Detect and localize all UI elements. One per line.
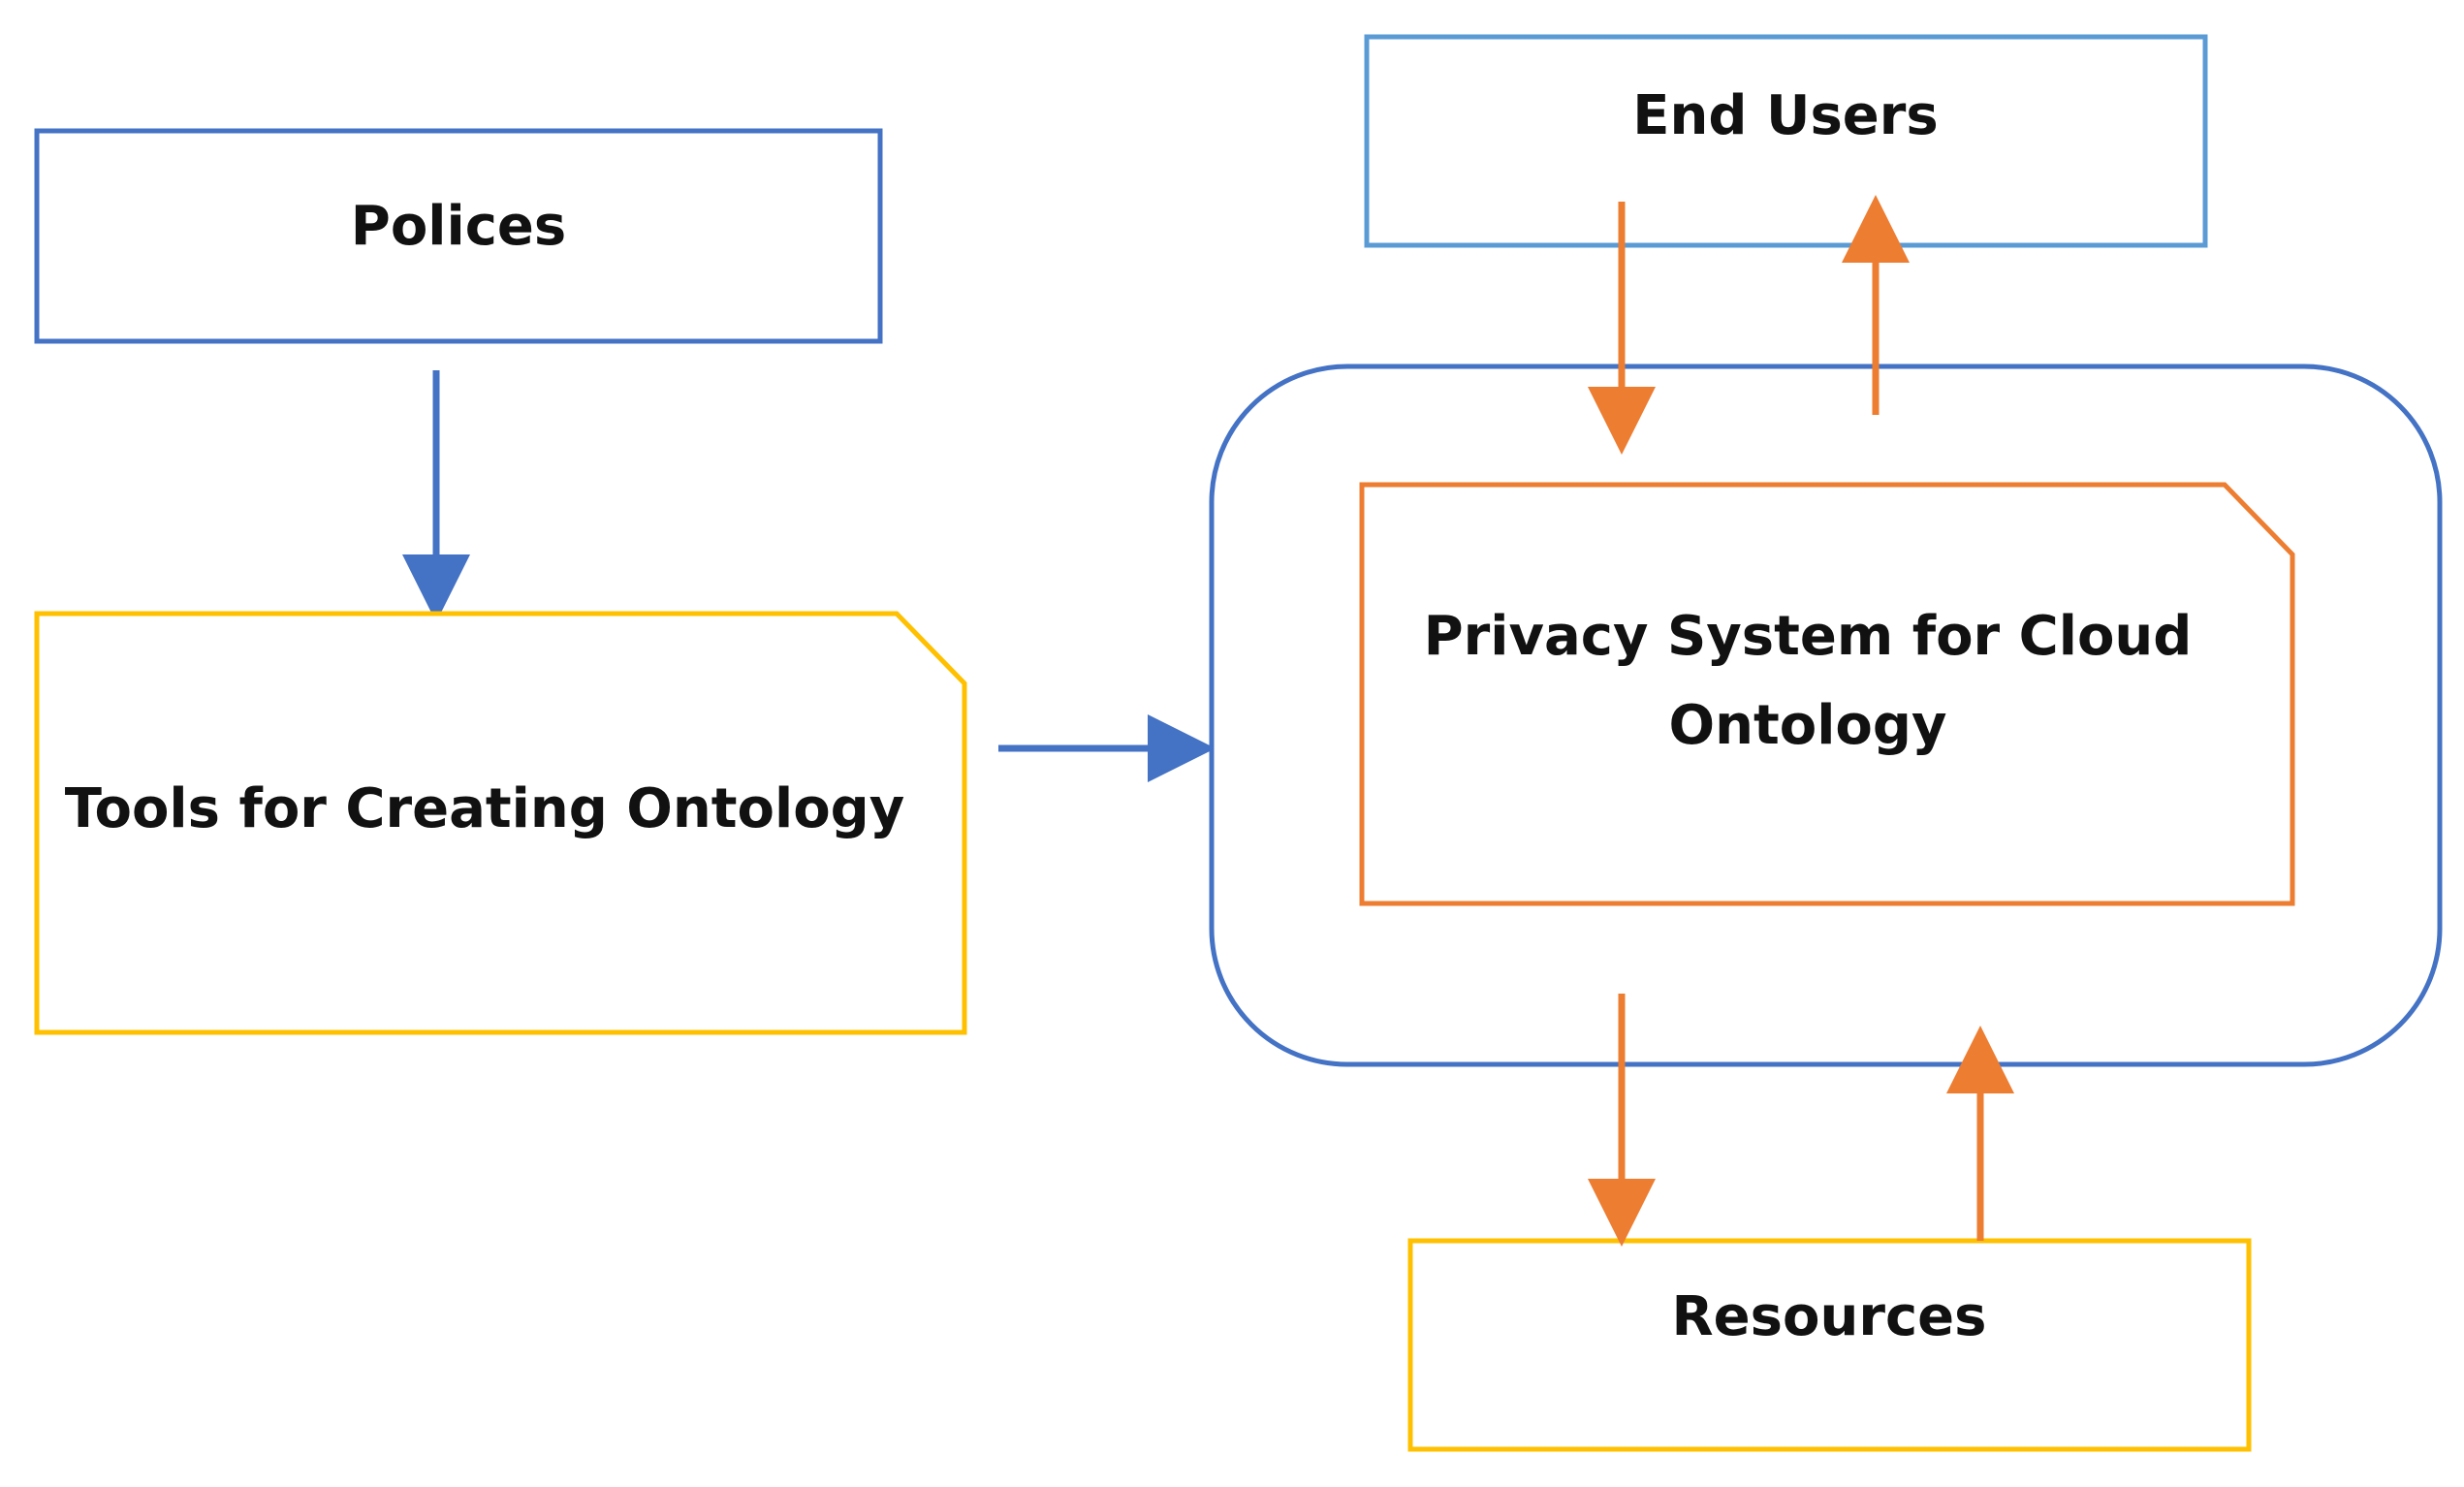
end-users-label: End Users bbox=[1632, 84, 1938, 147]
policies-node: Polices bbox=[34, 128, 883, 344]
privacy-system-label-line1: Privacy System for Cloud bbox=[1424, 605, 2193, 668]
resources-node: Resources bbox=[1407, 1238, 2252, 1452]
resources-label: Resources bbox=[1672, 1285, 1987, 1348]
privacy-system-card bbox=[1359, 482, 2295, 906]
end-users-box bbox=[1364, 34, 2208, 248]
resources-box bbox=[1407, 1238, 2252, 1452]
end-users-node: End Users bbox=[1364, 34, 2208, 248]
tools-node: Tools for Creating Ontology bbox=[34, 611, 967, 1035]
tools-label: Tools for Creating Ontology bbox=[65, 777, 905, 840]
privacy-system-node: Privacy System for Cloud Ontology bbox=[1359, 482, 2295, 906]
tools-card bbox=[34, 611, 967, 1035]
policies-box bbox=[34, 128, 883, 344]
policies-label: Polices bbox=[351, 195, 566, 258]
privacy-system-label-line2: Ontology bbox=[1669, 694, 1947, 757]
